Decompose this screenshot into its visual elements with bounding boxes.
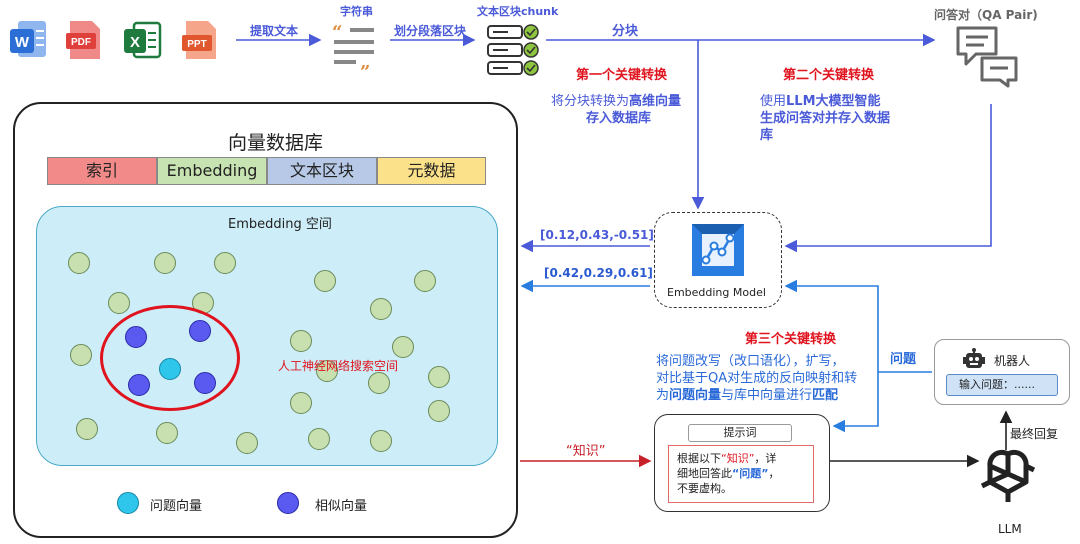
question-vector-dot: [159, 358, 181, 380]
vector-dot: [308, 428, 330, 450]
legend-question-vector: 问题向量: [150, 499, 203, 514]
vector-dot: [370, 298, 392, 320]
embedding-model-label: Embedding Model: [667, 286, 766, 299]
string-document-icon: “ ”: [330, 20, 378, 83]
legend-similar-vector: 相似向量: [315, 499, 368, 514]
question-input[interactable]: 输入问题：......: [946, 374, 1058, 396]
vector-value-2: [0.42,0.29,0.61]: [544, 266, 653, 280]
legend-similar-vector-icon: [277, 492, 299, 514]
svg-text:PDF: PDF: [71, 37, 91, 48]
arrow-question-to-prompt: [832, 372, 879, 433]
svg-text:”: ”: [360, 62, 370, 80]
transform2-line2: 生成问答对并存入数据: [760, 111, 891, 126]
vector-dot: [368, 372, 390, 394]
svg-text:W: W: [15, 34, 30, 51]
vector-dot: [76, 418, 98, 440]
split-paragraphs-label: 划分段落区块: [394, 24, 467, 38]
transform2-line1: 使用LLM大模型智能: [760, 94, 881, 109]
vector-value-1: [0.12,0.43,-0.51]: [540, 228, 654, 242]
vector-db-title: 向量数据库: [228, 132, 324, 154]
similar-vector-dot: [125, 326, 147, 348]
vector-dot: [428, 400, 450, 422]
transform3-line2: 对比基于QA对生成的反向映射和转: [656, 371, 858, 386]
robot-title: 机器人: [994, 354, 1031, 368]
qa-pair-label: 问答对（QA Pair): [934, 8, 1038, 22]
similar-vector-dot: [194, 372, 216, 394]
prompt-box: [654, 414, 830, 512]
robot-icon: [962, 348, 986, 370]
transform3-title: 第三个关键转换: [745, 332, 837, 347]
question-label: 问题: [890, 352, 917, 367]
prompt-body: [668, 445, 814, 503]
vector-dot: [214, 252, 236, 274]
vector-dot: [290, 330, 312, 352]
vector-dot: [316, 360, 338, 382]
prompt-line2: 细地回答此“问题”，: [677, 467, 780, 480]
similar-vector-dot: [189, 320, 211, 342]
column-index: 索引: [47, 157, 157, 185]
knowledge-label: “知识”: [566, 444, 606, 459]
transform1-line1: 将分块转换为高维向量: [551, 94, 682, 109]
vector-dot: [392, 336, 414, 358]
transform1-title: 第一个关键转换: [576, 68, 668, 83]
word-icon: W: [8, 17, 48, 65]
ann-search-region: [100, 305, 240, 411]
ppt-icon: PPT: [180, 17, 220, 65]
svg-text:X: X: [130, 34, 140, 51]
llm-icon: [980, 448, 1036, 508]
vector-dot: [428, 366, 450, 388]
excel-icon: X: [122, 17, 162, 65]
transform2-line3: 库: [760, 128, 774, 143]
vector-dot: [370, 430, 392, 452]
chunk-label: 文本区块chunk: [477, 5, 559, 18]
vector-dot: [290, 392, 312, 414]
vector-dot: [156, 422, 178, 444]
vector-dot: [414, 270, 436, 292]
arrow-qa-to-embedding: [784, 104, 992, 253]
final-reply-label: 最终回复: [1010, 427, 1059, 441]
column-text-chunk: 文本区块: [267, 157, 377, 185]
chunk-server-icon: [486, 22, 542, 80]
svg-text:“: “: [332, 22, 342, 43]
vector-dot: [68, 252, 90, 274]
prompt-line3: 不要虚构。: [677, 482, 732, 495]
ann-search-label: 人工神经网络搜索空间: [278, 359, 399, 373]
qa-chat-icon: [954, 24, 1020, 88]
transform2-title: 第二个关键转换: [783, 68, 875, 83]
pdf-icon: PDF: [64, 17, 104, 65]
vector-dot: [154, 252, 176, 274]
column-metadata: 元数据: [377, 157, 486, 185]
prompt-title: 提示词: [688, 424, 792, 442]
embedding-space-label: Embedding 空间: [228, 217, 332, 232]
extract-text-label: 提取文本: [250, 24, 299, 38]
chunking-label: 分块: [612, 24, 639, 39]
string-label: 字符串: [340, 5, 373, 18]
embedding-model-icon: [688, 220, 748, 280]
vector-dot: [236, 432, 258, 454]
column-embedding: Embedding: [157, 157, 267, 185]
vector-dot: [314, 270, 336, 292]
legend-question-vector-icon: [117, 492, 139, 514]
transform1-line2: 存入数据库: [586, 111, 652, 126]
svg-text:PPT: PPT: [187, 39, 206, 50]
transform3-line1: 将问题改写（改口语化），扩写，: [656, 354, 845, 369]
similar-vector-dot: [128, 374, 150, 396]
transform3-line3: 为问题向量与库中向量进行匹配: [656, 388, 839, 403]
llm-label: LLM: [998, 522, 1022, 536]
vector-dot: [70, 344, 92, 366]
arrow-question-to-embedding: [784, 279, 932, 373]
prompt-line1: 根据以下“知识”，详: [677, 452, 777, 465]
vector-dot: [108, 292, 130, 314]
